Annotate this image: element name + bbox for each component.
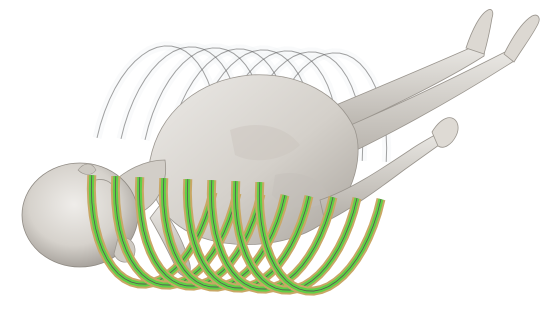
right-foot bbox=[504, 15, 539, 62]
left-foot bbox=[466, 9, 493, 54]
